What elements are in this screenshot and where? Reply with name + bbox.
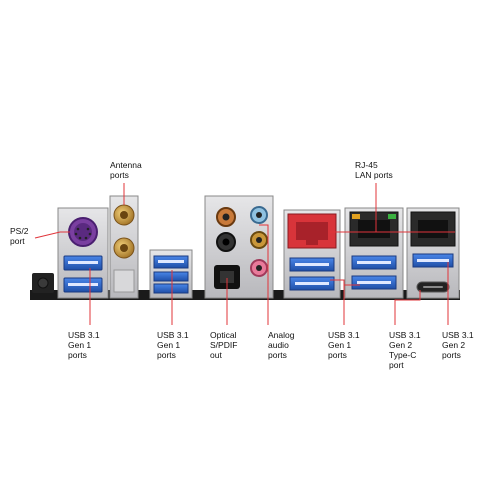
lan-usb-stack-3	[406, 207, 460, 299]
usb-port	[153, 283, 189, 294]
lan-usb-stack-2	[344, 207, 404, 299]
usb-stack-middle	[149, 249, 193, 299]
audio-block	[204, 195, 274, 299]
label-usb31-gen1-middle: USB 3.1 Gen 1 ports	[157, 330, 189, 360]
clear-cmos-button	[32, 273, 54, 293]
usb-port	[153, 271, 189, 282]
lan-usb-stack-1	[283, 209, 341, 299]
label-usb31-gen2: USB 3.1 Gen 2 ports	[442, 330, 474, 360]
label-optical-spdif: Optical S/PDIF out	[210, 330, 238, 360]
label-rj45-lan-ports: RJ-45 LAN ports	[355, 160, 393, 180]
label-analog-audio: Analog audio ports	[268, 330, 295, 360]
leader-lines	[34, 183, 455, 325]
label-usb31-gen2-type-c: USB 3.1 Gen 2 Type-C port	[389, 330, 421, 370]
label-usb31-gen1-left: USB 3.1 Gen 1 ports	[68, 330, 100, 360]
antenna-ports	[109, 195, 139, 299]
label-antenna-ports: Antenna ports	[110, 160, 142, 180]
label-ps2-port: PS/2 port	[10, 226, 29, 246]
ps2-usb-stack	[57, 207, 109, 299]
label-usb31-gen1-right: USB 3.1 Gen 1 ports	[328, 330, 360, 360]
